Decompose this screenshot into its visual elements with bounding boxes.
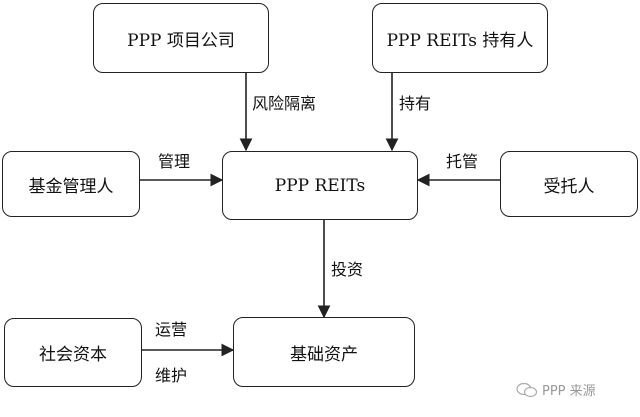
risk-isolation-label: 风险隔离 <box>252 94 317 113</box>
ppp-reits-box: PPP REITs <box>222 151 418 220</box>
underlying-assets-box: 基础资产 <box>233 317 415 387</box>
operate-label: 运营 <box>155 320 188 339</box>
watermark-text: PPP 来源 <box>542 384 596 399</box>
manage-label: 管理 <box>158 152 191 171</box>
watermark: PPP 来源 <box>516 380 596 399</box>
trustee-box: 受托人 <box>500 151 638 217</box>
ppp-reits-holder-box: PPP REITs 持有人 <box>372 3 548 73</box>
social-capital-box: 社会资本 <box>4 318 142 387</box>
invest-label: 投资 <box>331 260 364 279</box>
custody-label: 托管 <box>446 152 479 171</box>
fund-manager-box: 基金管理人 <box>2 151 140 217</box>
hold-label: 持有 <box>399 94 432 113</box>
maintain-label: 维护 <box>155 366 188 385</box>
wechat-icon <box>516 382 538 397</box>
ppp-project-company-box: PPP 项目公司 <box>93 3 269 73</box>
